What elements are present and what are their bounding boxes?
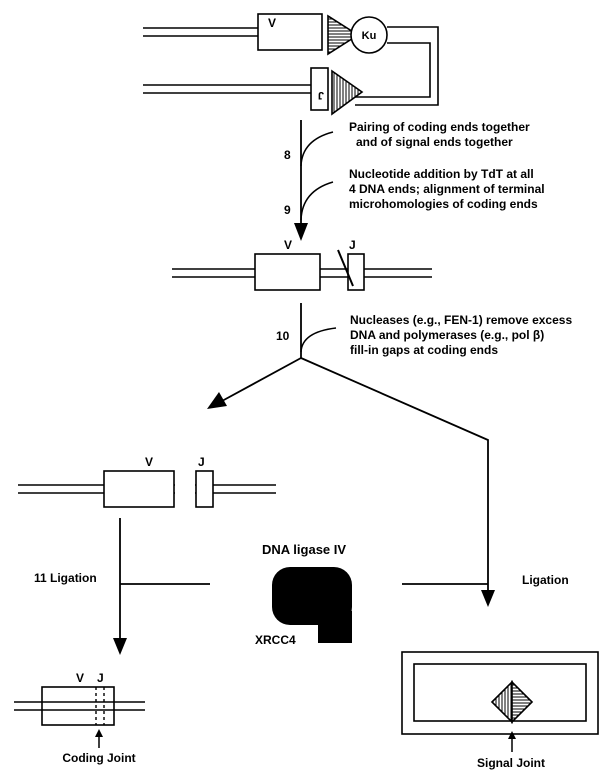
step9-text-2: 4 DNA ends; alignment of terminal — [349, 182, 545, 196]
xrcc4-shape — [318, 611, 352, 643]
main-arrowhead-1 — [294, 223, 308, 241]
signal-joint-product: Signal Joint — [402, 652, 598, 770]
step11-label: 11 Ligation — [34, 571, 97, 585]
step10-number: 10 — [276, 329, 290, 343]
step9-text-1: Nucleotide addition by TdT at all — [349, 167, 534, 181]
step8-text-2: and of signal ends together — [356, 135, 513, 149]
ligase-complex: DNA ligase IV XRCC4 Ligation — [255, 542, 569, 647]
coding-joint-product: V J Coding Joint — [14, 671, 145, 765]
lower-dna-strand — [143, 85, 312, 93]
pathway-split — [207, 358, 495, 607]
step-11-ligation: 11 Ligation — [34, 518, 210, 655]
xrcc4-label: XRCC4 — [255, 633, 296, 647]
step10-text-3: fill-in gaps at coding ends — [350, 343, 498, 357]
signal-end-triangle-bottom — [332, 71, 362, 114]
top-dna-strand — [143, 28, 268, 36]
coding-joint-label: Coding Joint — [62, 751, 135, 765]
v-segment-box-aligned — [255, 254, 320, 290]
j-segment-box-top — [311, 68, 328, 110]
step10-branch — [301, 328, 336, 352]
j-label-aligned: J — [349, 238, 356, 252]
left-down-arrowhead — [113, 638, 127, 655]
j-segment-box-processed — [196, 471, 213, 507]
step-10: 10 Nucleases (e.g., FEN-1) remove excess… — [276, 303, 572, 358]
step8-text-1: Pairing of coding ends together — [349, 120, 530, 134]
v-label-processed: V — [145, 455, 153, 469]
right-path-arrowhead — [481, 590, 495, 607]
v-segment-box-processed — [104, 471, 174, 507]
step9-number: 9 — [284, 203, 291, 217]
j-label-processed: J — [198, 455, 205, 469]
step10-text-2: DNA and polymerases (e.g., pol β) — [350, 328, 544, 342]
step10-text-1: Nucleases (e.g., FEN-1) remove excess — [350, 313, 572, 327]
step9-text-3: microhomologies of coding ends — [349, 197, 538, 211]
aligned-coding-ends: V J — [172, 238, 432, 290]
v-label-aligned: V — [284, 238, 292, 252]
j-label-joint: J — [97, 671, 104, 685]
signal-joint-label: Signal Joint — [477, 756, 545, 770]
step9-branch — [301, 182, 333, 220]
ligation-right-label: Ligation — [522, 573, 569, 587]
step8-number: 8 — [284, 148, 291, 162]
processed-coding-ends: V J — [18, 455, 276, 507]
strand-gap — [175, 484, 195, 494]
ku-label: Ku — [362, 30, 377, 42]
left-diagonal-arrow — [222, 358, 301, 401]
ligase-name: DNA ligase IV — [262, 542, 346, 557]
coding-joint-pointer-head — [95, 729, 103, 737]
v-segment-label: V — [268, 16, 276, 30]
coding-joint-box — [42, 687, 114, 725]
j-segment-box-aligned — [348, 254, 364, 290]
j-segment-label-top: J — [318, 89, 324, 101]
v-label-joint: V — [76, 671, 84, 685]
steps-8-9: 8 Pairing of coding ends together and of… — [284, 120, 545, 241]
step8-branch — [301, 132, 333, 166]
paired-ends-complex: V Ku J — [143, 14, 438, 114]
signal-circle-inner — [414, 664, 586, 721]
